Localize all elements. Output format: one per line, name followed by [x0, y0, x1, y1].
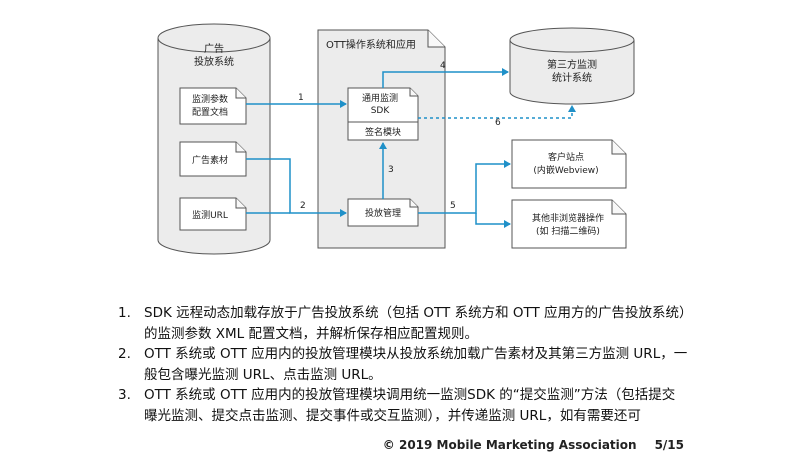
list-item: 1.SDK 远程动态加载存放于广告投放系统（包括 OTT 系统方和 OTT 应用…	[118, 305, 686, 342]
ad-material-label: 广告素材	[192, 154, 228, 166]
ad-system-label: 广告投放系统	[194, 42, 234, 68]
ott-label: OTT操作系统和应用	[326, 38, 416, 51]
arrow-2-top	[246, 158, 347, 217]
sign-module-label: 签名模块	[365, 126, 401, 138]
arrow-label-2: 2	[300, 201, 306, 211]
arrow-6	[418, 105, 576, 119]
page-footer: © 2019 Mobile Marketing Association 5/15	[383, 438, 684, 452]
ad-url-label: 监测URL	[192, 209, 228, 221]
client-site-label: 客户站点(内嵌Webview)	[533, 151, 598, 176]
delivery-box	[347, 198, 419, 227]
list-item: 2.OTT 系统或 OTT 应用内的投放管理模块从投放系统加载广告素材及其第三方…	[118, 346, 688, 383]
architecture-diagram: OTT操作系统和应用	[157, 23, 635, 255]
copyright: © 2019 Mobile Marketing Association	[382, 438, 637, 452]
ad-params-doc	[179, 87, 247, 125]
third-party-label: 第三方监测统计系统	[547, 58, 597, 84]
ad-params-label: 监测参数配置文档	[192, 93, 228, 118]
arrows	[246, 68, 576, 228]
other-ops-label: 其他非浏览器操作(如 扫描二维码)	[532, 212, 604, 237]
sdk-box	[347, 87, 419, 141]
client-site-doc	[511, 139, 627, 189]
arrow-5-down	[475, 213, 511, 228]
third-party-cylinder	[509, 27, 635, 105]
arrow-label-1: 1	[298, 93, 304, 103]
arrow-label-4: 4	[440, 61, 446, 71]
arrow-5-up	[418, 160, 511, 214]
arrow-4	[382, 68, 509, 88]
delivery-label: 投放管理	[365, 207, 401, 219]
other-ops-doc	[511, 199, 627, 249]
arrow-label-5: 5	[450, 201, 456, 211]
arrow-label-6: 6	[495, 118, 501, 128]
ad-material-doc	[179, 141, 247, 177]
step-list: 1.SDK 远程动态加载存放于广告投放系统（包括 OTT 系统方和 OTT 应用…	[118, 303, 688, 426]
arrow-label-3: 3	[388, 165, 394, 175]
ad-url-doc	[179, 197, 247, 231]
list-item: 3.OTT 系统或 OTT 应用内的投放管理模块调用统一监测SDK 的“提交监测…	[118, 387, 676, 424]
page-number: 5/15	[654, 438, 684, 452]
